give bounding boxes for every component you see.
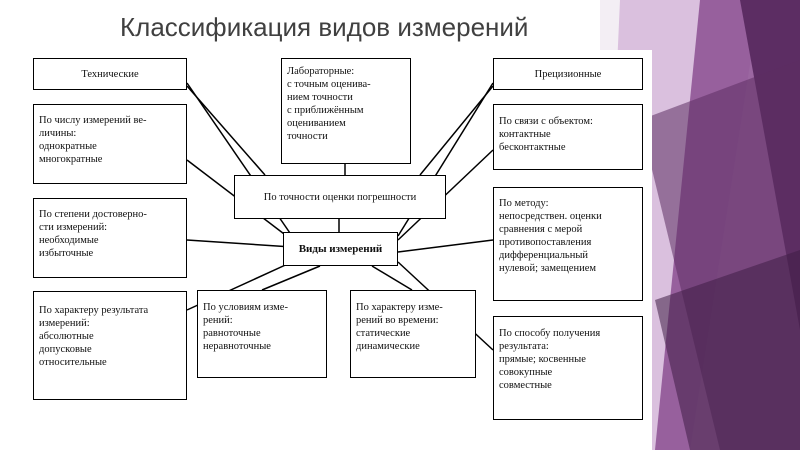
- node-laboratory: Лабораторные: с точным оценива- нием точ…: [281, 58, 411, 164]
- node-by-time-line: статические: [356, 328, 411, 339]
- node-by-method: По методу: непосредствен. оценки сравнен…: [493, 187, 643, 301]
- node-by-method-line: нулевой; замещением: [499, 263, 597, 274]
- node-by-conditions-line: равноточные: [203, 328, 261, 339]
- node-by-relation-line: контактные: [499, 129, 551, 140]
- node-by-method-line: сравнения с мерой: [499, 224, 583, 235]
- node-by-relation-line: По связи с объектом:: [499, 116, 593, 127]
- link-reliability-types: [186, 239, 293, 248]
- node-by-result-line: абсолютные: [39, 331, 94, 342]
- node-by-conditions-line: неравноточные: [203, 341, 271, 352]
- node-by-result-line: По характеру результата: [39, 305, 149, 316]
- node-by-method-line: По методу:: [499, 198, 549, 209]
- link-method-types: [397, 239, 494, 253]
- node-by-reliability-line: необходимые: [39, 235, 99, 246]
- node-technical: Технические: [33, 58, 187, 90]
- slide-title: Классификация видов измерений: [120, 12, 529, 42]
- link-time-types: [371, 265, 413, 291]
- node-by-time-line: рений во времени:: [356, 315, 439, 326]
- node-by-time-line: динамические: [356, 341, 420, 352]
- node-by-conditions: По условиям изме- рений: равноточные нер…: [197, 290, 327, 378]
- node-by-result-line: допусковые: [39, 344, 92, 355]
- node-by-obtaining-line: совместные: [499, 380, 552, 391]
- node-by-obtaining-line: прямые; косвенные: [499, 354, 586, 365]
- node-by-accuracy-text: По точности оценки погрешности: [263, 191, 417, 203]
- node-by-reliability: По степени достоверно- сти измерений: не…: [33, 198, 187, 278]
- node-by-relation-line: бесконтактные: [499, 142, 566, 153]
- node-by-result-line: измерений:: [39, 318, 90, 329]
- node-by-obtaining-line: По способу получения: [499, 328, 601, 339]
- node-by-relation: По связи с объектом: контактные бесконта…: [493, 104, 643, 170]
- node-by-obtaining-line: результата:: [499, 341, 549, 352]
- node-by-result-line: относительные: [39, 357, 107, 368]
- node-by-count-line: По числу измерений ве-: [39, 115, 147, 126]
- node-by-obtaining-line: совокупные: [499, 367, 553, 378]
- node-by-accuracy: По точности оценки погрешности: [234, 175, 446, 219]
- node-by-conditions-line: рений:: [203, 315, 233, 326]
- node-by-method-line: противопоставления: [499, 237, 592, 248]
- node-laboratory-line: точности: [287, 131, 328, 142]
- node-laboratory-line: с точным оценива-: [287, 79, 371, 90]
- node-laboratory-line: оцениванием: [287, 118, 346, 129]
- node-by-conditions-line: По условиям изме-: [203, 302, 288, 313]
- node-precision: Прецизионные: [493, 58, 643, 90]
- node-by-count-line: личины:: [39, 128, 77, 139]
- node-types-text: Виды измерений: [298, 242, 383, 255]
- link-accuracy-precision: [419, 85, 494, 176]
- node-precision-text: Прецизионные: [534, 68, 602, 80]
- node-by-count-line: однократные: [39, 141, 97, 152]
- node-by-reliability-line: сти измерений:: [39, 222, 108, 233]
- node-by-reliability-line: избыточные: [39, 248, 94, 259]
- node-by-method-line: непосредствен. оценки: [499, 211, 602, 222]
- node-by-count: По числу измерений ве- личины: однократн…: [33, 104, 187, 184]
- node-by-obtaining: По способу получения результата: прямые;…: [493, 316, 643, 420]
- link-conditions-types: [261, 265, 321, 291]
- node-laboratory-line: нием точности: [287, 92, 353, 103]
- node-by-result: По характеру результата измерений: абсол…: [33, 291, 187, 400]
- node-by-reliability-line: По степени достоверно-: [39, 209, 147, 220]
- node-laboratory-line: с приближённым: [287, 105, 364, 116]
- node-by-time: По характеру изме- рений во времени: ста…: [350, 290, 476, 378]
- link-accuracy-technical: [186, 85, 266, 176]
- node-by-count-line: многократные: [39, 154, 103, 165]
- node-by-method-line: дифференциальный: [499, 250, 589, 261]
- node-technical-text: Технические: [81, 68, 139, 80]
- node-types: Виды измерений: [283, 232, 398, 266]
- node-by-time-line: По характеру изме-: [356, 302, 443, 313]
- node-laboratory-line: Лабораторные:: [287, 66, 355, 77]
